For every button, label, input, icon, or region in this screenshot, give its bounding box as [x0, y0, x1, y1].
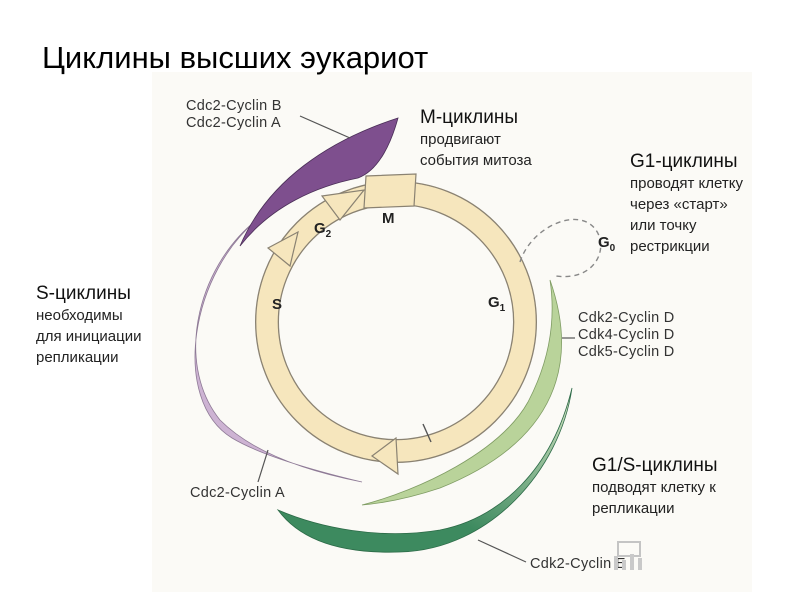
- phase-label-g2: G2: [314, 220, 332, 240]
- restriction-point-tick: [422, 423, 432, 443]
- g1s-label-leader: [477, 539, 527, 563]
- m-cyclins-heading: М-циклины: [420, 107, 519, 128]
- m-label-leader: [299, 115, 351, 139]
- g1s-cyclins-body: подводят клетку к репликации: [592, 479, 716, 517]
- watermark-logo: [612, 540, 652, 572]
- m-complex-labels: Cdc2-Cyclin B Cdc2-Cyclin A: [186, 98, 282, 132]
- complex-cdk4-cyclin-d: Cdk4-Cyclin D: [578, 327, 675, 343]
- slide-title: Циклины высших эукариот: [42, 40, 429, 75]
- complex-cdc2-cyclin-a-s: Cdc2-Cyclin A: [190, 485, 285, 501]
- m-cyclins-note: М-циклины продвигают события митоза: [420, 106, 532, 171]
- s-cyclins-body: необходимы для инициации репликации: [36, 307, 142, 366]
- complex-cdk2-cyclin-e: Cdk2-Cyclin E: [530, 556, 626, 572]
- complex-cdc2-cyclin-a-m: Cdc2-Cyclin A: [186, 115, 281, 131]
- g0-loop: [519, 218, 602, 278]
- phase-label-m: M: [382, 210, 395, 227]
- phase-label-g0: G0: [598, 234, 616, 254]
- s-cyclin-wedge: [194, 215, 363, 483]
- g1-complex-labels: Cdk2-Cyclin D Cdk4-Cyclin D Cdk5-Cyclin …: [578, 310, 675, 361]
- g1-cyclins-heading: G1-циклины: [630, 151, 738, 172]
- g1s-cyclins-note: G1/S-циклины подводят клетку к репликаци…: [592, 454, 718, 519]
- phase-label-s: S: [272, 296, 283, 313]
- g1-cyclins-body: проводят клетку через «старт» или точку …: [630, 175, 743, 255]
- g2-arrowhead: [320, 189, 366, 221]
- m-cyclin-wedge: [239, 117, 399, 247]
- cell-cycle-ring: [255, 181, 537, 463]
- g1-cyclin-wedge: [361, 279, 562, 506]
- s-cyclins-heading: S-циклины: [36, 283, 131, 304]
- diagram-background: [152, 72, 752, 592]
- m-cyclins-body: продвигают события митоза: [420, 131, 532, 169]
- complex-cdc2-cyclin-b: Cdc2-Cyclin B: [186, 98, 282, 114]
- g1-arrowhead: [370, 436, 399, 476]
- m-phase-block: [363, 173, 417, 209]
- complex-cdk2-cyclin-d: Cdk2-Cyclin D: [578, 310, 675, 326]
- s-cyclins-note: S-циклины необходимы для инициации репли…: [36, 282, 142, 368]
- s-label-leader: [257, 449, 269, 483]
- phase-label-g1: G1: [488, 294, 506, 314]
- g1s-cyclins-heading: G1/S-циклины: [592, 455, 718, 476]
- g1s-cyclin-wedge: [276, 387, 573, 553]
- complex-cdk5-cyclin-d: Cdk5-Cyclin D: [578, 344, 675, 360]
- s-arrowhead: [266, 230, 299, 268]
- g1-cyclins-note: G1-циклины проводят клетку через «старт»…: [630, 150, 743, 257]
